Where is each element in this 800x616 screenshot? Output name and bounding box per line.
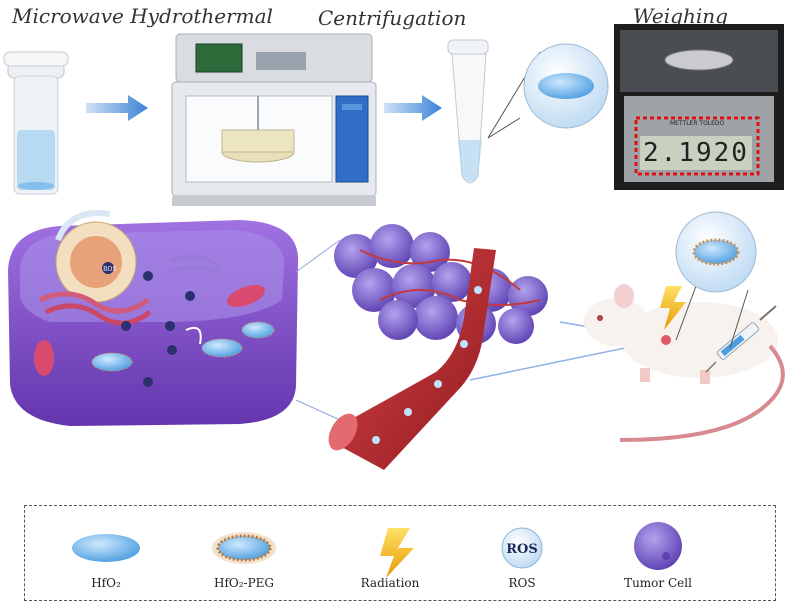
- legend-tumor-cell-icon: [634, 522, 682, 570]
- cancer-cell-cutaway: [8, 210, 299, 426]
- pegylated-nanoparticle-icon: [692, 238, 740, 266]
- connector-line: [295, 239, 341, 273]
- connector-line: [295, 399, 341, 421]
- zoom-line: [675, 285, 697, 341]
- nucleus-ros-label: ROS: [103, 266, 117, 273]
- tumor-tissue-cluster: [334, 224, 548, 344]
- balance-brand-label: METTLER TOLEDO: [670, 120, 725, 127]
- microwave-reactor-icon: [171, 33, 377, 206]
- legend-radiation-icon: [380, 528, 414, 578]
- nanoparticle-icon: [538, 73, 594, 99]
- step-title-microwave: Microwave Hydrothermal: [12, 4, 273, 28]
- legend-label-ros: ROS: [508, 576, 536, 590]
- mouse-model: [584, 284, 785, 442]
- step-title-centrifugation: Centrifugation: [318, 6, 467, 30]
- legend-label-tumor-cell: Tumor Cell: [624, 576, 692, 590]
- syringe-icon: [705, 305, 777, 373]
- legend-hfo2-icon: [72, 534, 140, 562]
- legend-label-radiation: Radiation: [360, 576, 420, 590]
- legend-ros-icon-text: ROS: [506, 542, 538, 557]
- process-arrow-2: [384, 95, 442, 121]
- centrifuge-tube-icon: [447, 39, 489, 184]
- radiation-lightning-icon: [660, 286, 686, 330]
- blood-vessel: [328, 248, 496, 470]
- zoom-line: [729, 289, 749, 349]
- zoom-line: [487, 117, 521, 139]
- legend-box: [24, 505, 776, 601]
- reaction-vessel-icon: [3, 51, 69, 195]
- analytical-balance-photo: [614, 24, 784, 190]
- process-arrow-1: [86, 95, 148, 121]
- legend-label-hfo2-peg: HfO₂-PEG: [213, 576, 275, 590]
- legend-ros-icon: [501, 527, 543, 569]
- balance-display-reading: 2.1920: [643, 138, 749, 168]
- legend-hfo2-peg-icon: [212, 532, 276, 564]
- legend-label-hfo2: HfO₂: [91, 576, 121, 590]
